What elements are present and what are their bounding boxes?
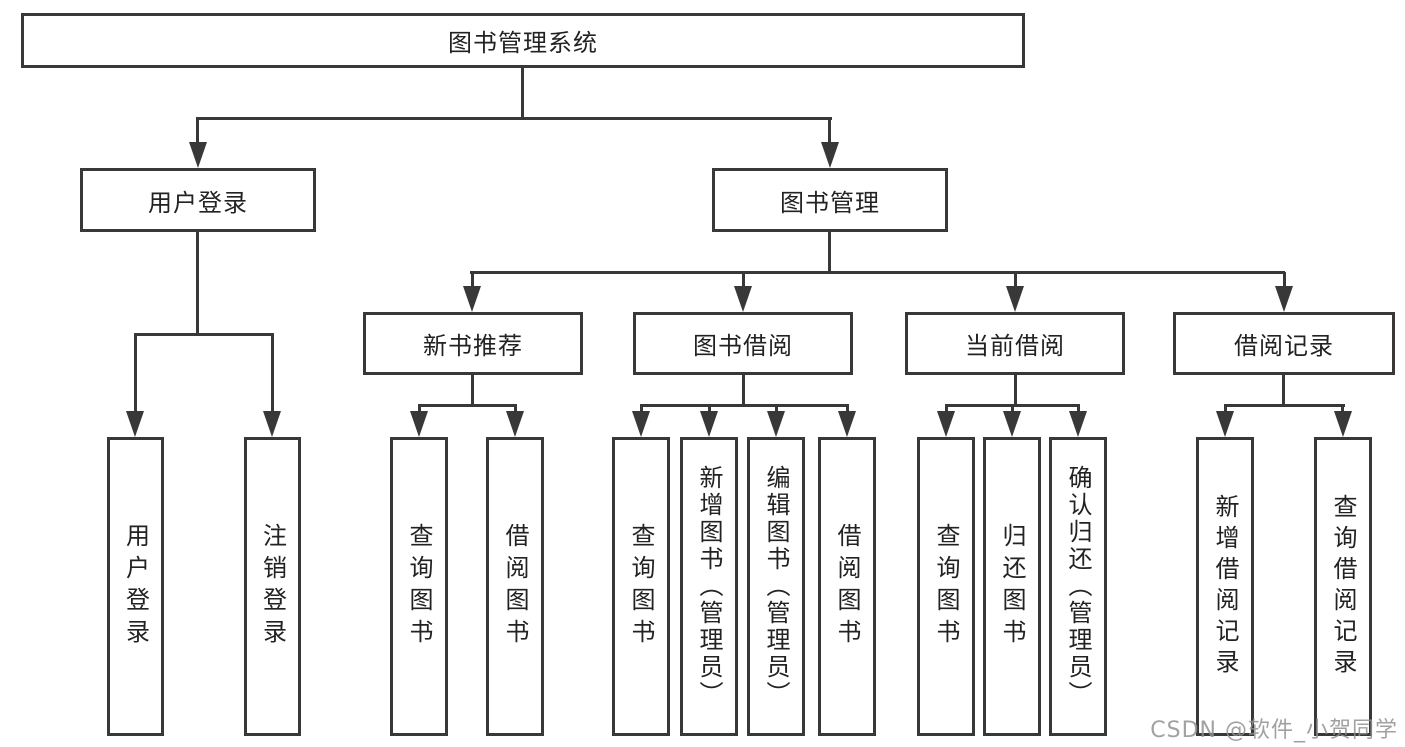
connector-user-login-shaft — [196, 118, 199, 146]
arrow-down-icon — [126, 411, 144, 437]
leaf-borrow-book: 借阅图书 — [818, 437, 876, 736]
connector-new-book-stem — [471, 375, 474, 406]
arrow-down-icon — [700, 411, 718, 437]
connector-shaft — [945, 405, 948, 415]
arrow-down-icon — [1069, 411, 1087, 437]
node-book-management-label: 图书管理 — [780, 188, 880, 217]
connector-book-borrow-hline — [640, 404, 849, 407]
connector-borrow-record-hline — [1224, 404, 1345, 407]
arrow-down-icon — [1334, 411, 1352, 437]
arrow-down-icon — [1003, 411, 1021, 437]
connector-new-book-hline — [418, 404, 517, 407]
arrow-down-icon — [463, 286, 481, 312]
node-new-book-recommend-label: 新书推荐 — [423, 332, 523, 360]
connector-book-management-stem — [828, 232, 831, 273]
arrow-down-icon — [937, 411, 955, 437]
connector-shaft — [846, 405, 849, 415]
leaf-return-book: 归还图书 — [983, 437, 1041, 736]
leaf-confirm-return-admin: 确认归还（管理员） — [1049, 437, 1107, 736]
leaf-query-borrow-record-label: 查询借阅记录 — [1329, 493, 1357, 680]
connector-shaft — [708, 405, 711, 415]
connector-current-borrow-stem — [1014, 375, 1017, 406]
leaf-query-book-label: 查询图书 — [627, 522, 655, 651]
connector-borrow-record-shaft — [1283, 272, 1286, 290]
connector-new-book-shaft — [471, 272, 474, 290]
leaf-user-login: 用户登录 — [107, 437, 164, 736]
leaf-user-login-label: 用户登录 — [121, 522, 150, 651]
leaf-borrow-book-label: 借阅图书 — [833, 522, 861, 651]
connector-level3-hline — [470, 271, 1285, 274]
node-root-library-management-system: 图书管理系统 — [21, 13, 1025, 68]
connector-current-borrow-shaft — [1014, 272, 1017, 290]
connector-book-borrow-shaft — [742, 272, 745, 290]
connector-borrow-record-stem — [1282, 375, 1285, 406]
node-borrow-record: 借阅记录 — [1173, 312, 1395, 375]
arrow-down-icon — [1006, 286, 1024, 312]
arrow-down-icon — [506, 411, 524, 437]
leaf-edit-book-admin: 编辑图书（管理员） — [747, 437, 805, 736]
node-book-borrow-label: 图书借阅 — [693, 332, 793, 360]
leaf-query-book: 查询图书 — [612, 437, 670, 736]
leaf-query-book-label: 查询图书 — [932, 522, 960, 651]
leaf-edit-book-admin-label: 编辑图书（管理员） — [762, 465, 790, 708]
leaf-add-book-admin-label: 新增图书（管理员） — [695, 465, 723, 708]
csdn-watermark: CSDN @软件_小贺同学 — [1150, 718, 1398, 743]
connector-shaft — [1011, 405, 1014, 415]
node-borrow-record-label: 借阅记录 — [1234, 332, 1334, 360]
arrow-down-icon — [410, 411, 428, 437]
leaf-logout: 注销登录 — [244, 437, 301, 736]
connector-shaft — [514, 405, 517, 415]
connector-shaft — [640, 405, 643, 415]
node-current-borrow: 当前借阅 — [905, 312, 1125, 375]
node-new-book-recommend: 新书推荐 — [363, 312, 583, 375]
connector-shaft — [1341, 405, 1344, 415]
leaf-add-borrow-record: 新增借阅记录 — [1196, 437, 1254, 736]
leaf-borrow-book-label: 借阅图书 — [501, 522, 529, 651]
connector-root-hline — [196, 117, 832, 120]
arrow-down-icon — [632, 411, 650, 437]
arrow-down-icon — [767, 411, 785, 437]
leaf-confirm-return-admin-label: 确认归还（管理员） — [1064, 465, 1092, 708]
leaf-borrow-book: 借阅图书 — [486, 437, 544, 736]
arrow-down-icon — [189, 142, 207, 168]
arrow-down-icon — [734, 286, 752, 312]
connector-book-management-shaft — [828, 118, 831, 146]
arrow-down-icon — [1275, 286, 1293, 312]
arrow-down-icon — [821, 142, 839, 168]
connector-user-login-stem — [196, 232, 199, 336]
connector-shaft — [1224, 405, 1227, 415]
node-root-label: 图书管理系统 — [448, 29, 598, 57]
leaf-add-borrow-record-label: 新增借阅记录 — [1211, 493, 1239, 680]
node-book-borrow: 图书借阅 — [633, 312, 853, 375]
leaf-query-borrow-record: 查询借阅记录 — [1314, 437, 1372, 736]
arrow-down-icon — [838, 411, 856, 437]
node-user-login: 用户登录 — [80, 168, 316, 232]
connector-user-login-hline — [134, 333, 274, 336]
leaf-query-book: 查询图书 — [917, 437, 975, 736]
connector-leaf-logout-shaft — [271, 334, 274, 413]
leaf-query-book-label: 查询图书 — [405, 522, 433, 651]
leaf-return-book-label: 归还图书 — [998, 522, 1026, 651]
node-user-login-label: 用户登录 — [148, 188, 248, 217]
leaf-add-book-admin: 新增图书（管理员） — [680, 437, 738, 736]
node-book-management: 图书管理 — [712, 168, 948, 232]
connector-shaft — [1077, 405, 1080, 415]
leaf-query-book: 查询图书 — [390, 437, 448, 736]
connector-leaf-user-login-shaft — [134, 334, 137, 413]
connector-root-stem — [521, 68, 524, 120]
connector-shaft — [418, 405, 421, 415]
connector-book-borrow-stem — [742, 375, 745, 406]
arrow-down-icon — [1216, 411, 1234, 437]
leaf-logout-label: 注销登录 — [258, 522, 287, 651]
arrow-down-icon — [263, 411, 281, 437]
connector-shaft — [775, 405, 778, 415]
node-current-borrow-label: 当前借阅 — [965, 332, 1065, 360]
